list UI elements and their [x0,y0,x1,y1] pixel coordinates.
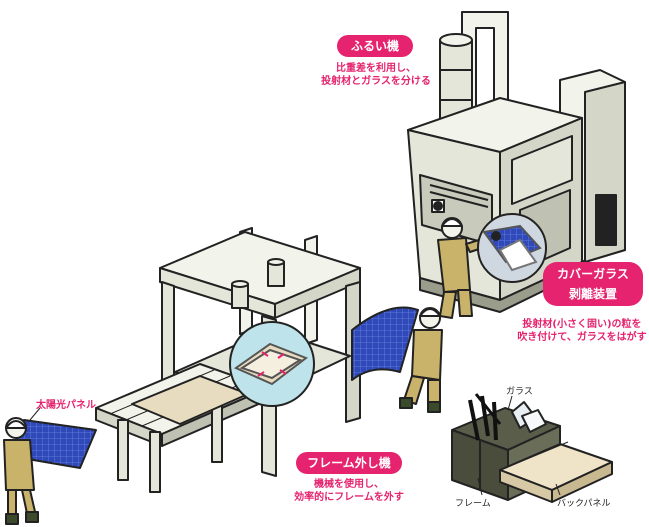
sieve-title: ふるい機 [337,35,413,57]
cover-glass-desc: 投射材(小さく固い)の粒を 吹き付けて、ガラスをはがす [515,318,649,344]
label-solar-panel: 太陽光パネル [36,400,96,411]
frame-removal-desc-line1: 機械を使用し、 [314,479,384,490]
frame-removal-desc-line2: 効率的にフレームを外す [294,492,404,503]
cover-glass-title-line1: カバーガラス [557,267,629,281]
cover-glass-desc-line2: 吹き付けて、ガラスをはがす [517,332,647,343]
label-glass: ガラス [506,387,533,397]
sieve-desc-line1: 比重差を利用し、 [336,63,416,74]
cover-glass-title: カバーガラス 剥離装置 [543,262,643,306]
sieve-desc-line2: 投射材とガラスを分ける [321,76,431,87]
conveyor [95,363,269,493]
glass-zoom-circle [477,213,547,283]
label-back-panel: バックパネル [557,499,611,509]
worker-middle [351,306,443,413]
worker-left [3,417,97,525]
frame-removal-title: フレーム外し機 [296,452,402,474]
output-bins [451,393,613,503]
frame-zoom-circle [229,321,315,407]
cover-glass-desc-line1: 投射材(小さく固い)の粒を [522,319,642,330]
label-frame: フレーム [455,499,491,509]
sieve-desc: 比重差を利用し、 投射材とガラスを分ける [312,62,440,88]
sieve-machine [407,11,626,313]
leader-lines [29,395,561,496]
cover-glass-title-line2: 剥離装置 [568,287,617,301]
frame-removal-desc: 機械を使用し、 効率的にフレームを外す [284,478,414,504]
